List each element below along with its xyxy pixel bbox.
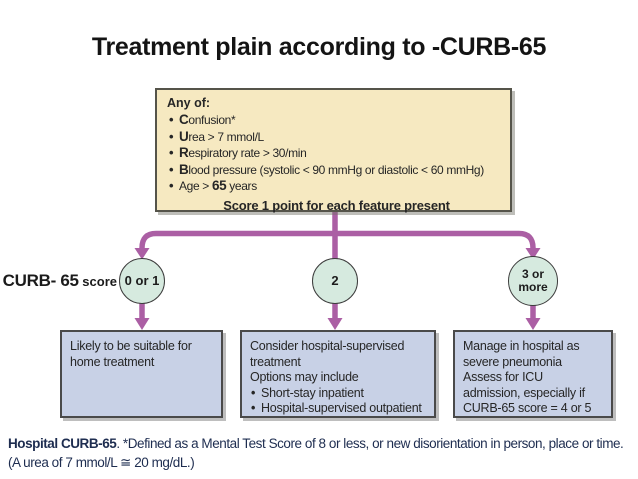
outcome-hospital-option-outpatient: Hospital-supervised outpatient — [250, 401, 426, 417]
footnote-bold: Hospital CURB-65 — [8, 436, 117, 451]
outcome-severe-line2: Assess for ICU admission, especially if … — [463, 370, 592, 415]
score-circle-2: 2 — [312, 258, 358, 304]
outcome-box-severe-pneumonia: Manage in hospital as severe pneumonia A… — [453, 330, 613, 418]
criteria-footer: Score 1 point for each feature present — [223, 197, 450, 213]
outcome-hospital-intro: Consider hospital-supervised treatment — [250, 339, 405, 369]
score-circle-3-or-more-line1: 3 or — [521, 267, 544, 282]
criteria-item-respiratory-rate: Respiratory rate > 30/min — [167, 145, 506, 162]
criteria-box: Any of: Confusion* Urea > 7 mmol/L Respi… — [155, 88, 512, 213]
criteria-item-urea: Urea > 7 mmol/L — [167, 129, 506, 146]
footnote: Hospital CURB-65. *Defined as a Mental T… — [8, 434, 632, 472]
criteria-header: Any of: — [167, 96, 211, 110]
outcome-box-hospital-supervised: Consider hospital-supervised treatment O… — [240, 330, 436, 418]
criteria-list: Confusion* Urea > 7 mmol/L Respiratory r… — [167, 112, 506, 195]
outcome-severe-line1: Manage in hospital as severe pneumonia — [463, 339, 580, 369]
page-title: Treatment plain according to -CURB-65 — [91, 33, 547, 61]
score-circle-2-label: 2 — [331, 273, 339, 289]
center-drop-arrowhead — [327, 318, 343, 330]
right-drop-arrowhead — [525, 318, 541, 330]
outcome-box-home-treatment: Likely to be suitable for home treatment — [60, 330, 223, 418]
criteria-item-confusion: Confusion* — [167, 112, 506, 129]
outcome-hospital-option-short-stay: Short-stay inpatient — [250, 386, 426, 402]
criteria-item-age: Age > 65 years — [167, 178, 506, 195]
curb65-score-label-sub: score — [78, 274, 117, 289]
outcome-hospital-options-label: Options may include — [250, 370, 359, 384]
branch-line — [139, 230, 536, 251]
footnote-text: . *Defined as a Mental Test Score of 8 o… — [8, 436, 624, 471]
outcome-home-treatment-text: Likely to be suitable for home treatment — [70, 339, 192, 369]
score-circle-0-or-1-label: 0 or 1 — [124, 273, 160, 289]
score-circle-0-or-1: 0 or 1 — [119, 258, 165, 304]
curb65-score-label-main: CURB- 65 — [2, 271, 79, 290]
score-circle-3-or-more-line2: more — [518, 280, 548, 294]
left-drop-arrowhead — [134, 318, 150, 330]
curb65-score-label: CURB- 65 score — [0, 271, 117, 291]
criteria-item-blood-pressure: Blood pressure (systolic < 90 mmHg or di… — [167, 162, 506, 179]
